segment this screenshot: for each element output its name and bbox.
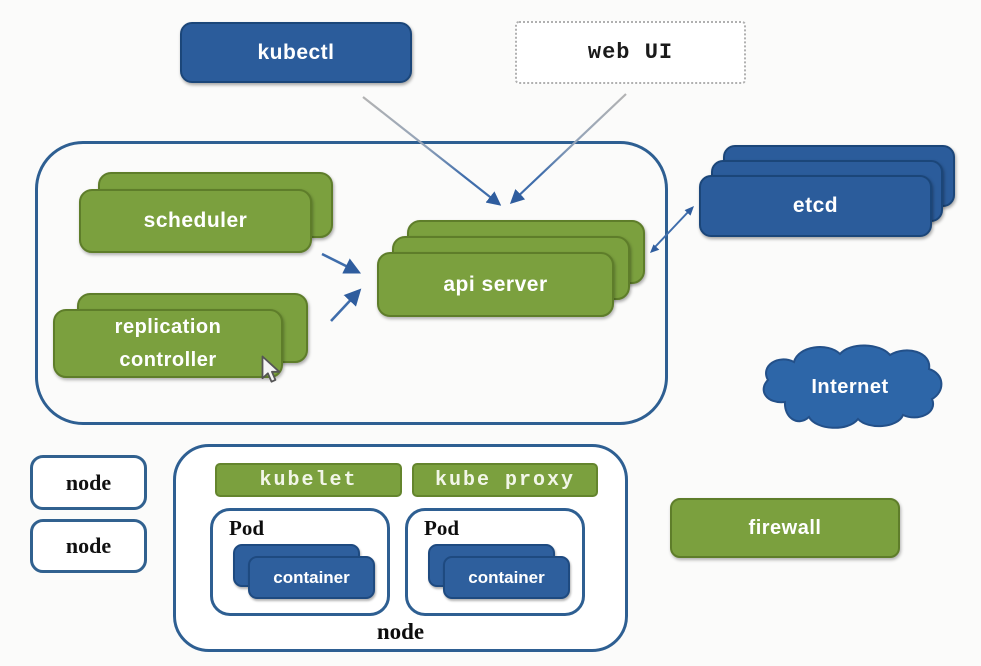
node-box-1: node bbox=[30, 455, 147, 510]
pod-box-1: Pod container bbox=[210, 508, 390, 616]
control-plane-box bbox=[35, 141, 668, 425]
internet-label: Internet bbox=[811, 376, 889, 398]
scheduler-box: scheduler bbox=[79, 189, 312, 253]
cloud-icon bbox=[762, 344, 943, 429]
web-ui-box: web UI bbox=[515, 21, 746, 84]
api-server-box: api server bbox=[377, 252, 614, 317]
worker-node-label: node bbox=[376, 619, 425, 644]
pod-2-label: Pod bbox=[424, 516, 460, 540]
mouse-cursor-icon bbox=[261, 355, 281, 383]
kubelet-box: kubelet bbox=[215, 463, 402, 497]
internet-cloud: Internet bbox=[752, 340, 948, 436]
container-box-1: container bbox=[248, 556, 375, 599]
kubectl-box: kubectl bbox=[180, 22, 412, 83]
pod-1-label: Pod bbox=[229, 516, 265, 540]
firewall-box: firewall bbox=[670, 498, 900, 558]
node-box-2: node bbox=[30, 519, 147, 573]
replication-controller-line2: controller bbox=[119, 348, 217, 371]
replication-controller-box: replication controller bbox=[53, 309, 283, 378]
etcd-box: etcd bbox=[699, 175, 932, 237]
replication-controller-line1: replication bbox=[114, 315, 222, 338]
pod-box-2: Pod container bbox=[405, 508, 585, 616]
container-box-2: container bbox=[443, 556, 570, 599]
kube-proxy-box: kube proxy bbox=[412, 463, 598, 497]
